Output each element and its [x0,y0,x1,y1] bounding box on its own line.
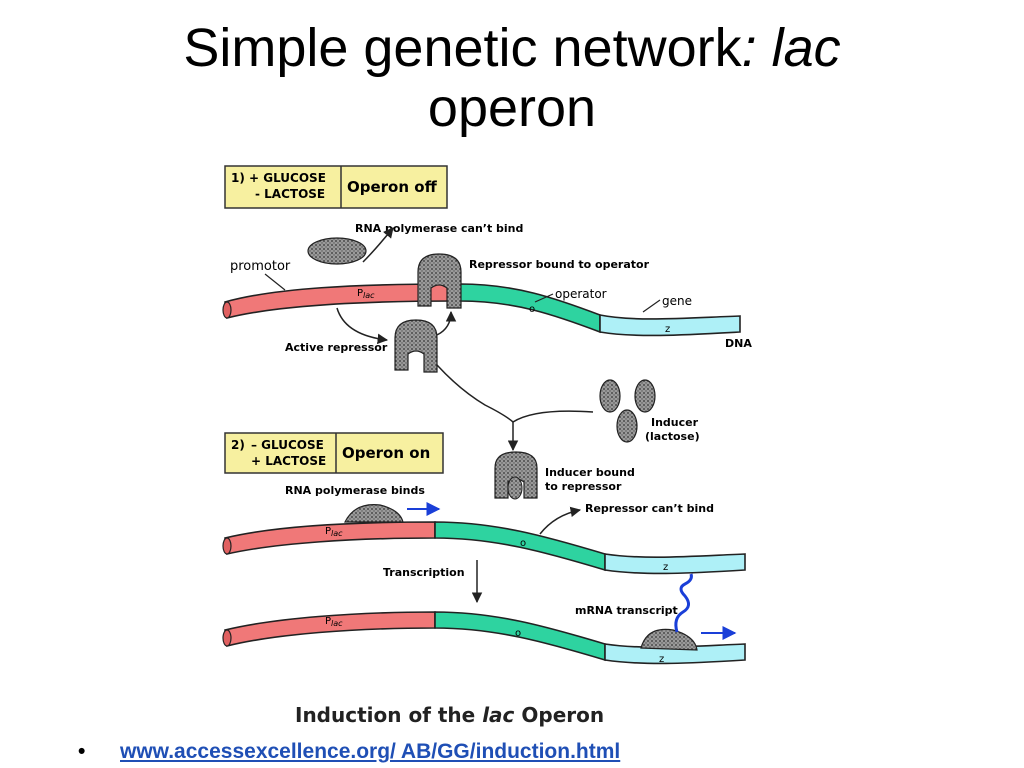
rna-polymerase-transcribing [640,628,698,651]
footer: • www.accessexcellence.org/ AB/GG/inducti… [78,740,620,764]
plac-sub: lac [363,291,375,300]
label-inducer-sub: (lactose) [645,430,700,443]
operator-code-1: o [529,304,535,315]
title-line-1: Simple genetic network: lac [0,18,1024,78]
line-inducer-converge [507,410,594,452]
title-main: Simple genetic network [183,18,742,78]
state2-number: 2) [231,438,245,452]
lac-operon-diagram: 1) + GLUCOSE - LACTOSE Operon off RNA po… [222,165,752,727]
gene-code-3: z [659,654,664,665]
arrow-repressor-cant-bind [539,506,582,535]
title-line-2: operon [427,78,597,138]
state1-number: 1) [231,171,245,185]
rna-polymerase-free [307,237,367,265]
label-rna-cant-bind: RNA polymerase can’t bind [355,222,523,235]
operator-code-3: o [515,628,521,639]
label-dna: DNA [725,337,752,350]
title-italic: : lac [741,18,841,78]
label-promotor: promotor [230,259,291,274]
rna-polymerase-bound [344,504,404,523]
label-mrna: mRNA transcript [575,604,678,617]
plac-p: P [325,526,331,537]
label-inducer-bound-1: Inducer bound [545,466,635,479]
label-active-repressor: Active repressor [285,341,388,354]
label-repressor-cant-bind: Repressor can’t bind [585,502,714,515]
caption-italic: lac [482,703,514,727]
plac-p: P [357,288,363,299]
dna-strand-1: Plac o z [222,283,741,337]
state1-box: 1) + GLUCOSE - LACTOSE Operon off [224,165,448,209]
label-transcription: Transcription [383,566,465,579]
gene-code-2: z [663,562,668,573]
label-inducer-bound-2: to repressor [545,480,622,493]
label-gene: gene [662,294,692,308]
plac-sub: lac [331,529,343,538]
state2-line2: + LACTOSE [251,454,326,468]
inducer-molecule-icon [599,379,621,413]
plac-1: Plac [357,288,375,300]
operator-code-2: o [520,538,526,549]
state1-status: Operon off [347,178,438,196]
plac-p: P [325,616,331,627]
slide-title: Simple genetic network: lac operon [0,18,1024,138]
plac-3: Plac [325,616,343,628]
state1-line2: - LACTOSE [255,187,325,201]
label-inducer: Inducer [651,416,699,429]
active-repressor-icon [394,319,438,373]
inducer-molecule-icon [634,379,656,413]
line-repressor-converge [436,364,514,423]
state2-box: 2) – GLUCOSE + LACTOSE Operon on [224,432,444,474]
caption-post: Operon [514,703,604,727]
bullet: • [78,740,86,763]
arrow-promotor-to-repressor [336,307,389,345]
label-rna-binds: RNA polymerase binds [285,484,425,497]
repressor-bound-icon [417,253,462,309]
label-repressor-bound: Repressor bound to operator [469,258,650,271]
mrna-strand [674,573,693,633]
dna-strand-2: Plac o z [222,521,746,575]
label-operator: operator [555,287,607,301]
source-link[interactable]: www.accessexcellence.org/ AB/GG/inductio… [120,740,621,763]
caption-pre: Induction of the [295,703,482,727]
arrow-rna-cant-bind [362,227,394,263]
arrow-repressor-to-operator [436,310,457,336]
state2-line1: – GLUCOSE [251,438,324,452]
state2-status: Operon on [342,444,430,462]
state1-line1: + GLUCOSE [249,171,326,185]
inducer-molecule-icon [616,409,638,443]
dna-strand-3: Plac o z [222,611,746,665]
plac-sub: lac [331,619,343,628]
gene-code-1: z [665,324,670,335]
diagram-caption: Induction of the lac Operon [295,703,604,727]
plac-2: Plac [325,526,343,538]
inducer-bound-repressor-icon [494,451,538,500]
